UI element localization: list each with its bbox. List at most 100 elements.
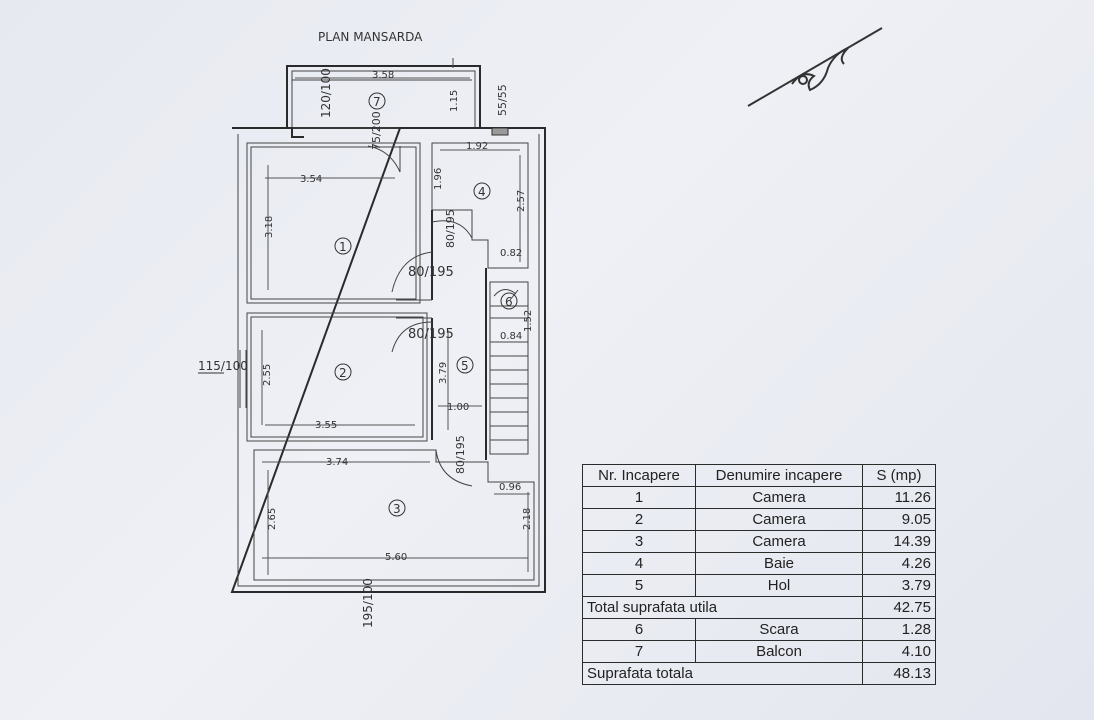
balcony bbox=[286, 58, 481, 129]
row-nr: 2 bbox=[582, 508, 696, 531]
door-room4-text: 80/195 bbox=[444, 209, 457, 248]
row-nr: 7 bbox=[582, 640, 696, 663]
dim-room3-width-bottom: 5.60 bbox=[385, 552, 407, 563]
door-label-room3: 80/195 bbox=[454, 435, 467, 474]
row-area: 9.05 bbox=[862, 508, 936, 531]
row-nr: 3 bbox=[582, 530, 696, 553]
outer-walls bbox=[230, 127, 546, 593]
room-number-1: 1 bbox=[339, 240, 347, 254]
room-marker-6 bbox=[500, 292, 518, 310]
dim-room4-depth: 2.57 bbox=[516, 190, 527, 212]
row-area: 1.28 bbox=[862, 618, 936, 641]
room-number-3: 3 bbox=[393, 502, 401, 516]
row-name: Baie bbox=[695, 552, 863, 575]
room-marker-2 bbox=[334, 363, 352, 381]
header-area: S (mp) bbox=[862, 464, 936, 487]
room-area-table: Nr. Incapere Denumire incapere S (mp) 1 … bbox=[582, 464, 936, 685]
dim-room1-width: 3.54 bbox=[300, 174, 322, 185]
dim-balcony-width: 3.58 bbox=[372, 70, 394, 81]
room-number-5: 5 bbox=[461, 359, 469, 373]
room-marker-4 bbox=[473, 182, 491, 200]
room-marker-7 bbox=[368, 92, 386, 110]
staircase bbox=[489, 281, 529, 455]
room-number-4: 4 bbox=[478, 185, 486, 199]
door-label-room1: 80/195 bbox=[408, 265, 454, 280]
dim-room2-width: 3.55 bbox=[315, 420, 337, 431]
row-nr: 6 bbox=[582, 618, 696, 641]
dim-hall-width: 1.00 bbox=[447, 402, 469, 413]
dim-room4-left: 1.96 bbox=[433, 168, 444, 190]
table-row: 7 Balcon 4.10 bbox=[582, 640, 936, 663]
row-name: Balcon bbox=[695, 640, 863, 663]
row-name: Camera bbox=[695, 508, 863, 531]
door-room3-text: 80/195 bbox=[454, 435, 467, 474]
balcony-door-label: 75/200 bbox=[370, 111, 383, 150]
dim-right-window: 55/55 bbox=[496, 84, 509, 116]
row-nr: 5 bbox=[582, 574, 696, 597]
table-row: 2 Camera 9.05 bbox=[582, 508, 936, 531]
room-marker-5 bbox=[456, 356, 474, 374]
room-number-markers bbox=[334, 92, 518, 517]
table-row: 4 Baie 4.26 bbox=[582, 552, 936, 575]
dim-room1-depth: 3.18 bbox=[264, 216, 275, 238]
dim-left-window: 115/100 bbox=[198, 359, 248, 374]
dim-room3-right: 2.18 bbox=[522, 508, 533, 530]
dim-hall-depth: 3.79 bbox=[438, 362, 449, 384]
room-number-7: 7 bbox=[373, 95, 381, 109]
row-name: Camera bbox=[695, 486, 863, 509]
row-area: 4.10 bbox=[862, 640, 936, 663]
room-number-2: 2 bbox=[339, 366, 347, 380]
row-area: 4.26 bbox=[862, 552, 936, 575]
bottom-window-label: 195/100 bbox=[361, 578, 375, 628]
row-nr: 4 bbox=[582, 552, 696, 575]
table-row: 6 Scara 1.28 bbox=[582, 618, 936, 641]
table-row: 1 Camera 11.26 bbox=[582, 486, 936, 509]
dim-stair-depth: 1.52 bbox=[523, 310, 534, 332]
header-nr: Nr. Incapere bbox=[582, 464, 696, 487]
dim-balcony-window: 120/100 bbox=[319, 68, 333, 118]
dim-stair-width: 0.84 bbox=[500, 331, 522, 342]
balcony-window-label: 120/100 bbox=[319, 68, 333, 118]
row-name: Scara bbox=[695, 618, 863, 641]
room-3 bbox=[253, 449, 535, 581]
hall-walls bbox=[431, 210, 487, 460]
table-row: 5 Hol 3.79 bbox=[582, 574, 936, 597]
row-area: 11.26 bbox=[862, 486, 936, 509]
row-name: Camera bbox=[695, 530, 863, 553]
room-marker-3 bbox=[388, 499, 406, 517]
useful-total-row: Total suprafata utila 42.75 bbox=[582, 596, 936, 619]
dim-balcony-depth: 1.15 bbox=[449, 90, 460, 112]
plan-title: PLAN MANSARDA bbox=[318, 30, 423, 44]
dim-bottom-window: 195/100 bbox=[361, 578, 375, 628]
room-4 bbox=[431, 142, 529, 269]
table-row: 3 Camera 14.39 bbox=[582, 530, 936, 553]
dim-room3-width-top: 3.74 bbox=[326, 457, 348, 468]
grand-total-label: Suprafata totala bbox=[582, 662, 863, 685]
dimension-lines bbox=[261, 77, 530, 575]
dim-room2-depth: 2.55 bbox=[262, 364, 273, 386]
grand-total-row: Suprafata totala 48.13 bbox=[582, 662, 936, 685]
room-1 bbox=[246, 142, 421, 304]
dim-room4-bottom: 0.82 bbox=[500, 248, 522, 259]
useful-total-area: 42.75 bbox=[862, 596, 936, 619]
door-swings bbox=[367, 145, 473, 487]
room-marker-1 bbox=[334, 237, 352, 255]
useful-total-label: Total suprafata utila bbox=[582, 596, 863, 619]
header-name: Denumire incapere bbox=[695, 464, 863, 487]
signature-mark bbox=[747, 27, 883, 107]
dim-room3-depth: 2.65 bbox=[267, 508, 278, 530]
room-number-6: 6 bbox=[505, 295, 513, 309]
dim-balcony-door: 75/200 bbox=[370, 111, 383, 150]
left-window-label: 115/100 bbox=[198, 359, 248, 373]
door-label-room4: 80/195 bbox=[444, 209, 457, 248]
dim-room4-width: 1.92 bbox=[466, 141, 488, 152]
dim-room3-notch: 0.96 bbox=[499, 482, 521, 493]
table-header-row: Nr. Incapere Denumire incapere S (mp) bbox=[582, 464, 936, 487]
right-window-label: 55/55 bbox=[496, 84, 509, 116]
room-2 bbox=[246, 312, 428, 442]
grand-total-area: 48.13 bbox=[862, 662, 936, 685]
row-nr: 1 bbox=[582, 486, 696, 509]
door-label-room2: 80/195 bbox=[408, 327, 454, 342]
